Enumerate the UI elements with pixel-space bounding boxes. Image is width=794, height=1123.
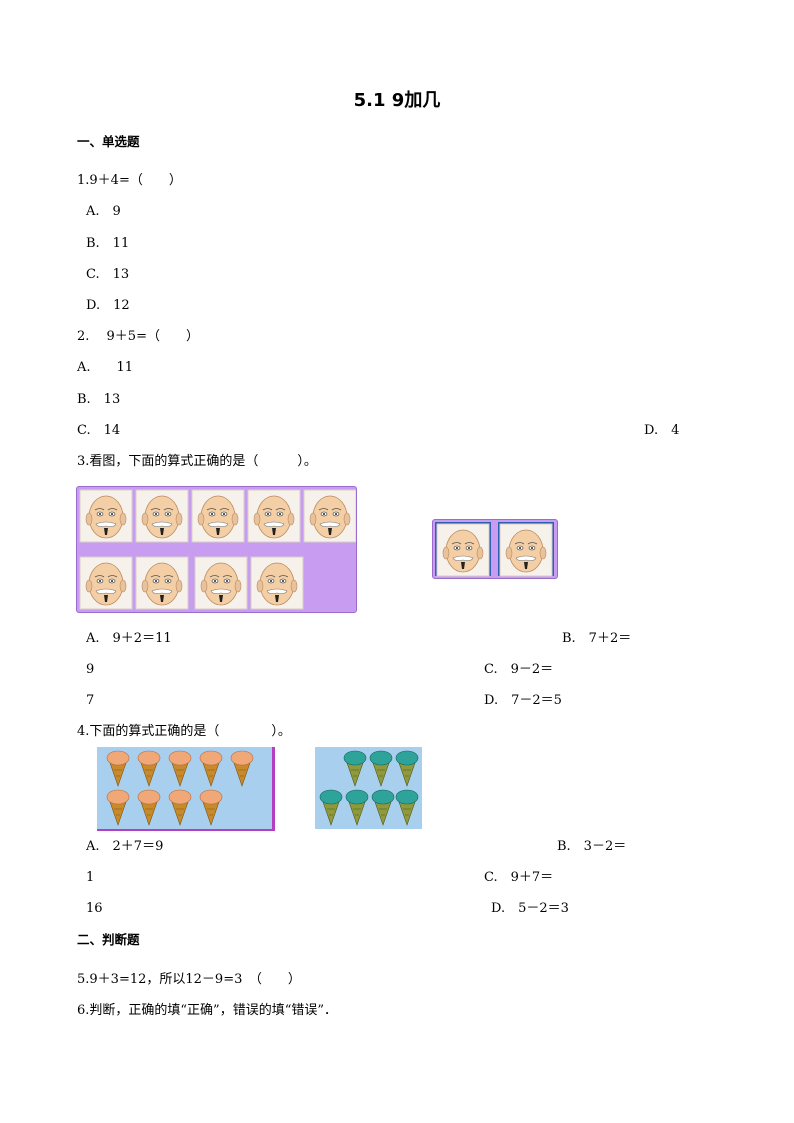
q2-option-c[interactable]: C. 14 xyxy=(77,423,121,438)
q3-option-c-continued: 7 xyxy=(86,693,95,708)
q1-option-d[interactable]: D. 12 xyxy=(86,298,130,313)
q4-option-b-continued: 1 xyxy=(86,870,95,885)
q3-option-b[interactable]: B. 7＋2＝ xyxy=(562,631,632,646)
q3-option-c[interactable]: C. 9－2＝ xyxy=(484,662,554,677)
ice-cream-group-teal xyxy=(319,750,419,826)
q4-stem: 4.下面的算式正确的是（ ）。 xyxy=(77,724,291,739)
q3-option-b-continued: 9 xyxy=(86,662,95,677)
q3-faces-figure-nine xyxy=(76,486,357,613)
q4-option-a[interactable]: A. 2＋7＝9 xyxy=(86,839,164,854)
q2-option-a[interactable]: A. 11 xyxy=(77,360,134,375)
q1-stem: 1.9＋4=（ ） xyxy=(77,173,182,188)
faces-group-small xyxy=(435,522,554,577)
q6-stem: 6.判断，正确的填“正确”，错误的填“错误”． xyxy=(77,1003,337,1018)
q1-option-a[interactable]: A. 9 xyxy=(86,204,121,219)
q5-stem: 5.9＋3=12，所以12－9=3 （ ） xyxy=(77,972,301,987)
q3-faces-figure-two xyxy=(432,519,558,579)
q2-option-d[interactable]: D. 4 xyxy=(644,423,680,438)
section-heading-single-choice: 一、单选题 xyxy=(77,134,140,149)
q2-option-b[interactable]: B. 13 xyxy=(77,392,121,407)
q4-ice-cream-figure-teal xyxy=(315,747,422,829)
q1-option-c[interactable]: C. 13 xyxy=(86,267,130,282)
ice-cream-group-orange xyxy=(106,750,254,826)
q4-option-c-continued: 16 xyxy=(86,901,103,916)
page-title: 5.1 9加几 xyxy=(353,90,441,111)
q3-option-d[interactable]: D. 7－2＝5 xyxy=(484,693,562,708)
q1-option-b[interactable]: B. 11 xyxy=(86,236,130,251)
q3-stem: 3.看图，下面的算式正确的是（ ）。 xyxy=(77,454,317,469)
q4-option-b[interactable]: B. 3－2＝ xyxy=(557,839,627,854)
q4-option-d[interactable]: D. 5－2＝3 xyxy=(491,901,569,916)
q4-option-c[interactable]: C. 9＋7＝ xyxy=(484,870,554,885)
q4-ice-cream-figure-orange xyxy=(97,747,275,831)
q3-option-a[interactable]: A. 9＋2＝11 xyxy=(86,631,172,646)
faces-group xyxy=(79,489,357,610)
section-heading-judgement: 二、判断题 xyxy=(77,932,140,947)
q2-stem: 2. 9＋5=（ ） xyxy=(77,329,199,344)
